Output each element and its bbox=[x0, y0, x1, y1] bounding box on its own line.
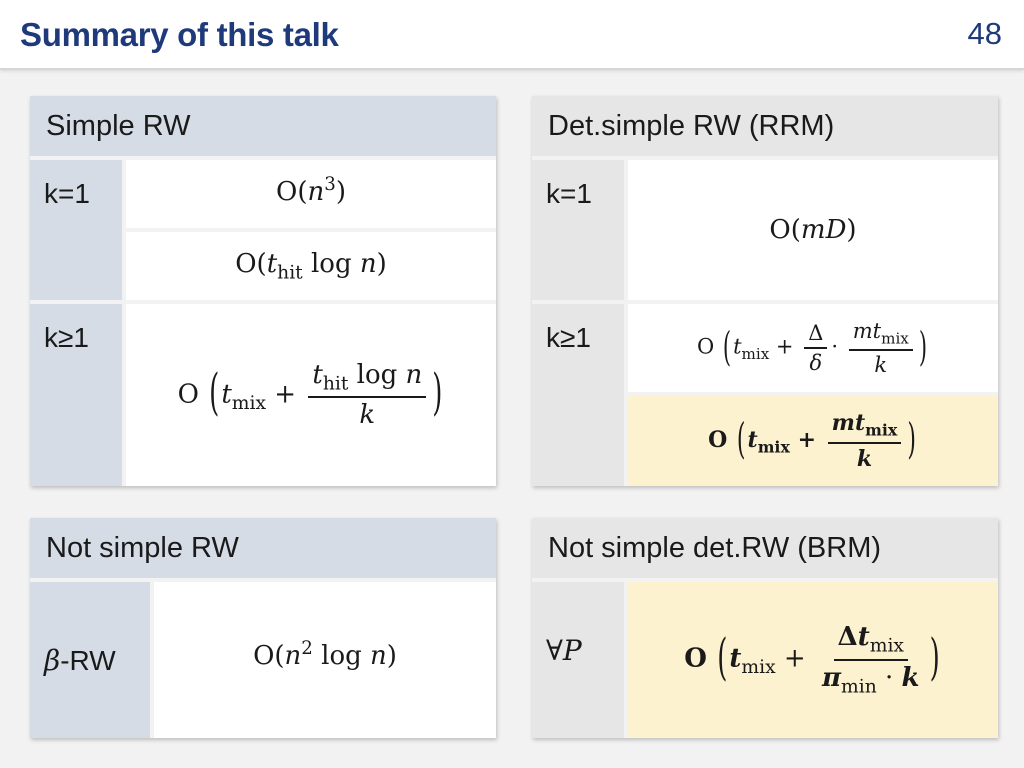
bound-cell-highlighted: O (tmix + mtmix k ) bbox=[628, 396, 998, 486]
bound-cell: O(mD) bbox=[628, 160, 998, 300]
row-label-k1: k=1 bbox=[30, 160, 122, 300]
row-label-beta-rw: β-RW bbox=[30, 582, 150, 738]
panel-det-simple-rw: Det.simple RW (RRM) k=1 O(mD) k≥1 O (tmi… bbox=[532, 96, 998, 486]
bound-formula: O (tmix + Δ δ · mtmix k ) bbox=[696, 318, 928, 378]
bound-formula: O (tmix + Δtmix πmin · k ) bbox=[684, 622, 940, 698]
slide-title: Summary of this talk bbox=[20, 16, 339, 53]
panel-not-simple-det-rw: Not simple det.RW (BRM) ∀P O (tmix + Δtm… bbox=[532, 518, 998, 738]
bound-formula: O(thit log n) bbox=[235, 248, 387, 284]
bound-cell: O(thit log n) bbox=[126, 232, 496, 300]
bound-formula: O(mD) bbox=[769, 215, 857, 245]
right-paren: ) bbox=[929, 630, 940, 688]
fraction: Δtmix πmin · k bbox=[821, 622, 920, 698]
panel-not-simple-rw: Not simple RW β-RW O(n2 log n) bbox=[30, 518, 496, 738]
left-paren: ( bbox=[722, 323, 732, 370]
page-number: 48 bbox=[967, 16, 1002, 51]
fraction: Δ δ bbox=[804, 321, 828, 375]
right-paren: ) bbox=[918, 323, 928, 370]
row-label-kge1: k≥1 bbox=[30, 304, 122, 486]
fraction: thit log n k bbox=[308, 360, 427, 430]
bound-formula: O (tmix + thit log n k ) bbox=[177, 359, 443, 431]
panel-simple-rw: Simple RW k=1 O(n3) O(thit log n) k≥1 O … bbox=[30, 96, 496, 486]
right-paren: ) bbox=[432, 365, 443, 423]
row-label-k1: k=1 bbox=[532, 160, 624, 300]
panel-header: Not simple RW bbox=[30, 518, 496, 578]
fraction: mtmix k bbox=[848, 319, 913, 377]
row-label-kge1: k≥1 bbox=[532, 304, 624, 486]
left-paren: ( bbox=[736, 416, 746, 465]
bound-formula: O(n2 log n) bbox=[253, 638, 397, 671]
bound-cell-highlighted: O (tmix + Δtmix πmin · k ) bbox=[628, 582, 998, 738]
bound-cell: O (tmix + Δ δ · mtmix k ) bbox=[628, 304, 998, 392]
right-paren: ) bbox=[907, 416, 916, 465]
bound-formula: O (tmix + mtmix k ) bbox=[708, 410, 916, 472]
panel-header: Det.simple RW (RRM) bbox=[532, 96, 998, 156]
left-paren: ( bbox=[209, 365, 220, 423]
panel-header: Simple RW bbox=[30, 96, 496, 156]
panel-header: Not simple det.RW (BRM) bbox=[532, 518, 998, 578]
fraction: mtmix k bbox=[827, 410, 902, 472]
bound-cell: O (tmix + thit log n k ) bbox=[126, 304, 496, 486]
bound-cell: O(n2 log n) bbox=[154, 582, 496, 738]
left-paren: ( bbox=[717, 630, 728, 688]
bound-formula: O(n3) bbox=[276, 174, 346, 207]
slide-header: Summary of this talk 48 bbox=[0, 0, 1024, 70]
bound-cell: O(n3) bbox=[126, 160, 496, 228]
row-label-forall-p: ∀P bbox=[532, 582, 624, 738]
